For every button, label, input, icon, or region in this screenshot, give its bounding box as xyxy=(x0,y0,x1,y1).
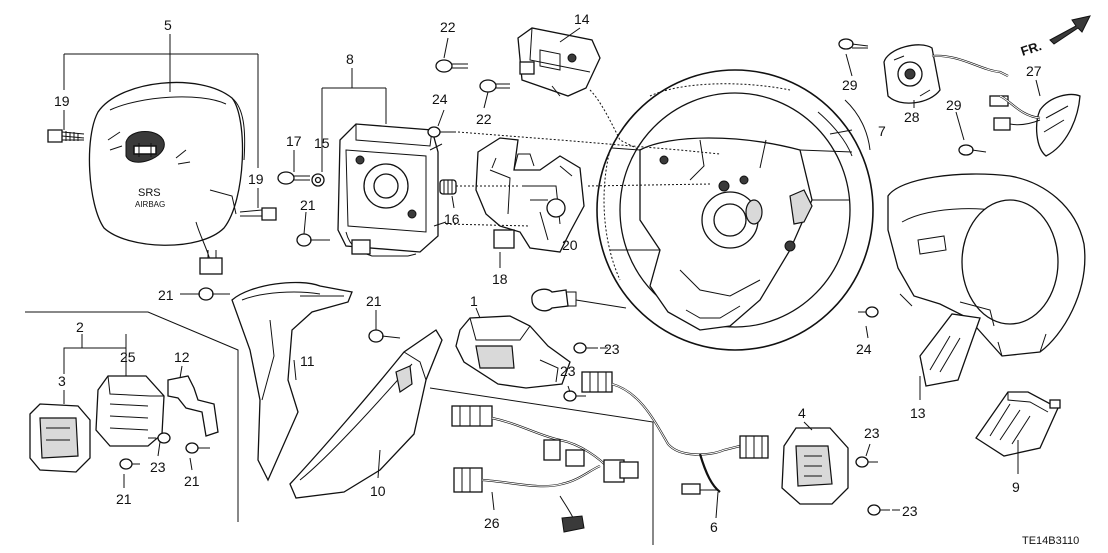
callout-29-upper: 29 xyxy=(842,77,858,93)
callout-8: 8 xyxy=(346,51,354,67)
cable-reel-washer xyxy=(311,173,325,187)
callout-13: 13 xyxy=(910,405,926,421)
screw-21-garnish-right xyxy=(368,329,401,343)
callout-16: 16 xyxy=(444,211,460,227)
callout-24-upper: 24 xyxy=(432,91,448,107)
wire-harness-26 xyxy=(451,405,639,533)
callout-23-switch4-lower: 23 xyxy=(902,503,918,519)
callout-29-lower: 29 xyxy=(946,97,962,113)
cruise-control-switch xyxy=(455,315,571,389)
steering-sub-harness-bracket xyxy=(475,137,585,253)
screw-23-switch4-lower xyxy=(867,504,890,516)
right-switch-assembly xyxy=(883,44,1009,107)
callout-23-switch4-upper: 23 xyxy=(864,425,880,441)
switch-body-25 xyxy=(95,375,165,447)
screw-22-lower xyxy=(479,79,510,93)
switch-screws-29 xyxy=(838,38,987,156)
screw-23-switch1-right xyxy=(573,342,598,354)
screw-24-lower xyxy=(858,306,879,318)
callout-3: 3 xyxy=(58,373,66,389)
callout-21-lower-left: 21 xyxy=(116,491,132,507)
callout-19-right: 19 xyxy=(248,171,264,187)
steering-wheel-lower-cover xyxy=(887,173,1086,387)
collar-sleeve xyxy=(439,179,457,195)
switch-harness-6 xyxy=(581,371,769,495)
callout-9: 9 xyxy=(1012,479,1020,495)
switch-bracket-12 xyxy=(167,375,219,437)
cable-reel xyxy=(337,123,447,257)
callout-24-lower: 24 xyxy=(856,341,872,357)
steering-wheel xyxy=(596,69,874,351)
callout-15: 15 xyxy=(314,135,330,151)
airbag-bolt-left xyxy=(47,129,85,143)
callout-14: 14 xyxy=(574,11,590,27)
callout-2: 2 xyxy=(76,319,84,335)
callout-18: 18 xyxy=(492,271,508,287)
screw-24-upper xyxy=(427,126,456,138)
callout-22-upper: 22 xyxy=(440,19,456,35)
callout-21-garnish-left: 21 xyxy=(158,287,174,303)
callout-17: 17 xyxy=(286,133,302,149)
callout-22-lower: 22 xyxy=(476,111,492,127)
callout-23-switch1-right: 23 xyxy=(604,341,620,357)
left-lower-garnish xyxy=(231,281,353,482)
diagram-code: TE14B3110 xyxy=(1022,535,1079,547)
audio-remote-switch xyxy=(781,427,849,505)
svg-text:SRS: SRS xyxy=(138,187,161,199)
callout-6: 6 xyxy=(710,519,718,535)
callout-21-cable-reel: 21 xyxy=(300,197,316,213)
section-divider-lines xyxy=(25,311,654,545)
callout-21-garnish-right: 21 xyxy=(366,293,382,309)
callout-21-lower-mid: 21 xyxy=(184,473,200,489)
callout-28: 28 xyxy=(904,109,920,125)
callout-11: 11 xyxy=(300,353,315,369)
right-lower-garnish xyxy=(289,329,443,499)
callout-1: 1 xyxy=(470,293,478,309)
lower-cover-bracket xyxy=(975,391,1061,457)
front-direction-label: FR. xyxy=(1019,38,1044,59)
callout-27: 27 xyxy=(1026,63,1042,79)
paddle-shift-switch xyxy=(993,93,1081,157)
callout-5: 5 xyxy=(164,17,172,33)
screw-21-cable-reel xyxy=(296,233,330,247)
callout-12: 12 xyxy=(174,349,190,365)
screws-21-23-lower-left xyxy=(119,432,210,470)
callout-23-lower-left: 23 xyxy=(150,459,166,475)
leader-lines xyxy=(63,27,1041,519)
callout-10: 10 xyxy=(370,483,386,499)
driver-airbag-module: SRS AIRBAG xyxy=(88,81,246,275)
callout-labels: 1 2 3 4 5 6 7 8 9 10 11 12 13 14 15 16 1… xyxy=(54,11,1079,547)
callout-26: 26 xyxy=(484,515,500,531)
callout-7: 7 xyxy=(878,123,886,139)
svg-text:AIRBAG: AIRBAG xyxy=(135,200,165,209)
callout-20: 20 xyxy=(562,237,578,253)
screw-23-switch4-upper xyxy=(855,456,878,468)
screw-22-upper xyxy=(435,59,468,73)
airbag-bolt-right xyxy=(239,207,277,221)
callout-23-switch1-lower: 23 xyxy=(560,363,576,379)
front-direction-arrow xyxy=(1049,15,1091,45)
cable-reel-screw xyxy=(277,171,310,185)
left-switch-3 xyxy=(29,403,91,473)
steering-nut xyxy=(531,288,577,312)
callout-25: 25 xyxy=(120,349,136,365)
screw-21-garnish-left xyxy=(198,287,230,301)
callout-19-left: 19 xyxy=(54,93,70,109)
left-switch-upper xyxy=(517,27,601,97)
callout-4: 4 xyxy=(798,405,806,421)
